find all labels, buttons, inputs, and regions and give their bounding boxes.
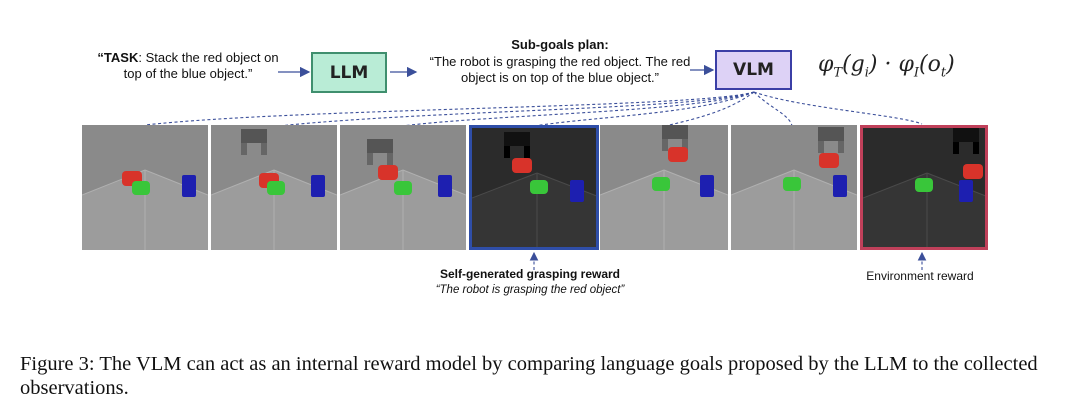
green-cube [652,177,670,191]
connector-overlay [144,64,927,270]
self-reward-title: Self-generated grasping reward [439,267,621,281]
observation-frame-4 [469,125,599,250]
task-label: “TASK [97,50,139,65]
robot-gripper [953,128,979,154]
dashed-line-frame-7 [753,91,923,125]
dashed-line-frame-1 [144,91,755,126]
figure-caption: Figure 3: The VLM can act as an internal… [20,353,1038,399]
observation-frame-1 [82,125,208,250]
scene-render [600,125,728,250]
green-cube [132,181,150,195]
scene-render [340,125,466,250]
llm-box: LLM [311,52,387,93]
observation-frame-7 [860,125,988,250]
observation-frame-2 [211,125,337,250]
observation-frame-6 [731,125,857,250]
green-cube [394,181,412,195]
blue-cube [311,175,325,197]
dashed-connectors [144,91,923,128]
green-cube [267,181,285,195]
vlm-box: VLM [715,50,792,90]
subgoals-text: “The robot is grasping the red object. T… [429,54,691,85]
robot-gripper [504,132,530,158]
robot-gripper [367,139,393,165]
dashed-line-frame-4 [533,91,755,127]
task-text: “TASK: Stack the red object on top of th… [92,50,284,82]
formula-close: ) [946,52,955,77]
subgoals-title: Sub-goals plan: [511,37,609,52]
dashed-line-frame-3 [401,91,755,127]
self-reward-quote: “The robot is grasping the red object” [435,284,625,296]
green-cube [783,177,801,191]
blue-cube [700,175,714,197]
formula-dot-phi: ) · φ [868,52,914,77]
red-cube [512,158,532,173]
formula-sub-t: T [833,65,843,81]
reward-formula: φT(gi) · φI(ot) [818,52,955,80]
blue-cube [833,175,847,197]
task-description: : Stack the red object on top of the blu… [123,50,279,81]
red-cube [668,147,688,162]
dashed-line-frame-2 [269,91,755,128]
scene-render [472,128,596,247]
blue-cube [182,175,196,197]
formula-g: (g [842,52,865,77]
robot-gripper [818,127,844,153]
scene-render [731,125,857,250]
blue-cube [570,180,584,202]
formula-sub-I: I [913,65,920,81]
blue-cube [959,180,973,202]
green-cube [915,178,933,192]
blue-cube [438,175,452,197]
scene-render [211,125,337,250]
llm-label: LLM [329,62,369,83]
green-cube [530,180,548,194]
red-cube [378,165,398,180]
robot-gripper [662,125,688,151]
env-reward-caption: Environment reward [866,269,974,283]
observation-frame-3 [340,125,466,250]
red-cube [819,153,839,168]
dashed-line-frame-5 [664,91,755,127]
dashed-line-frame-6 [753,91,793,127]
formula-phi-1: φ [818,52,834,77]
formula-sub-t2: t [940,65,947,81]
scene-render [82,125,208,250]
formula-sub-i: i [864,65,869,81]
robot-gripper [241,129,267,155]
vlm-label: VLM [733,60,774,80]
scene-render [863,128,985,247]
red-cube [963,164,983,179]
formula-o: (o [919,52,941,77]
observation-frame-5 [600,125,728,250]
